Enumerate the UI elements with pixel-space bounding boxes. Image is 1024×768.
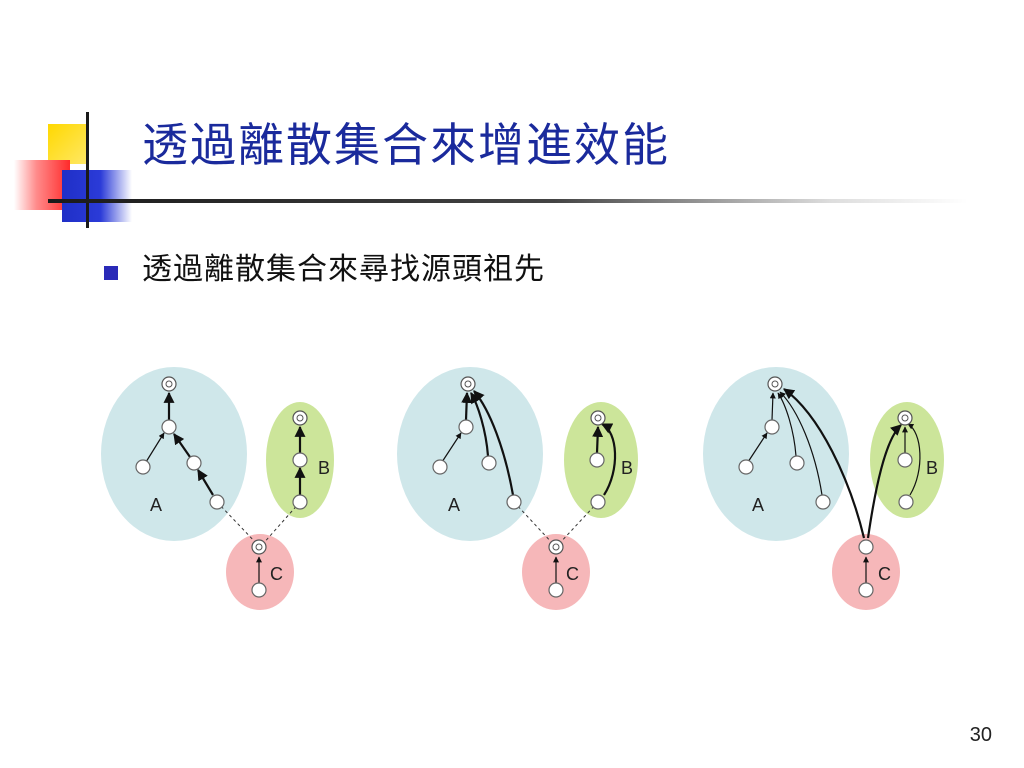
set-label-b: B: [926, 458, 938, 478]
tree-node: [292, 494, 308, 510]
set-a-region: [703, 367, 849, 541]
tree-node: [897, 452, 913, 468]
edge: [441, 432, 462, 463]
root-node: [590, 410, 606, 426]
set-label-a: A: [752, 495, 764, 515]
edge: [769, 392, 776, 421]
tree-node: [432, 459, 448, 475]
tree-node: [764, 419, 780, 435]
set-label-b: B: [318, 458, 330, 478]
edge: [145, 432, 165, 463]
tree-node: [858, 539, 874, 555]
tree-node: [789, 455, 805, 471]
set-a-region: [397, 367, 543, 541]
tree-node: [589, 452, 605, 468]
set-label-b: B: [621, 458, 633, 478]
panel-1: A B C: [101, 367, 334, 610]
edge: [470, 392, 490, 457]
dashed-link: [557, 501, 599, 546]
tree-node: [135, 459, 151, 475]
decor-blue-square: [62, 170, 132, 222]
bullet-square-icon: [104, 266, 118, 280]
edge: [592, 425, 604, 454]
dashed-link: [216, 501, 259, 546]
set-c-region: [226, 534, 294, 610]
tree-node: [858, 582, 874, 598]
decor-vertical-line: [86, 112, 89, 228]
set-label-c: C: [566, 564, 579, 584]
edge: [461, 391, 473, 421]
edge: [197, 469, 214, 496]
edge: [173, 433, 191, 458]
root-node: [161, 376, 177, 392]
slide-title: 透過離散集合來增進效能: [142, 118, 670, 172]
set-label-a: A: [448, 495, 460, 515]
set-label-c: C: [878, 564, 891, 584]
tree-node: [458, 419, 474, 435]
root-node: [767, 376, 783, 392]
edge: [783, 388, 866, 539]
edge: [747, 432, 768, 463]
tree-node: [506, 494, 522, 510]
tree-node: [898, 494, 914, 510]
tree-node: [292, 452, 308, 468]
tree-node: [738, 459, 754, 475]
tree-node: [161, 419, 177, 435]
tree-node: [186, 455, 202, 471]
root-node: [897, 410, 913, 426]
edge: [866, 424, 902, 539]
title-underline: [48, 199, 968, 203]
root-node: [460, 376, 476, 392]
root-node: [292, 410, 308, 426]
set-a-region: [101, 367, 247, 541]
page-number: 30: [969, 724, 992, 746]
root-node: [251, 539, 267, 555]
decor-yellow-square: [48, 124, 88, 164]
dashed-link: [513, 501, 555, 546]
tree-node: [815, 494, 831, 510]
panel-2: A B C: [397, 367, 638, 610]
set-label-c: C: [270, 564, 283, 584]
tree-node: [209, 494, 225, 510]
edge: [601, 423, 617, 496]
panel-3: A B C: [703, 367, 944, 610]
set-label-a: A: [150, 495, 162, 515]
tree-node: [481, 455, 497, 471]
tree-node: [548, 582, 564, 598]
root-node: [548, 539, 564, 555]
tree-node: [590, 494, 606, 510]
dashed-link: [261, 501, 301, 546]
tree-node: [251, 582, 267, 598]
bullet-text: 透過離散集合來尋找源頭祖先: [142, 252, 545, 287]
edge: [473, 390, 515, 496]
edge: [907, 423, 921, 496]
